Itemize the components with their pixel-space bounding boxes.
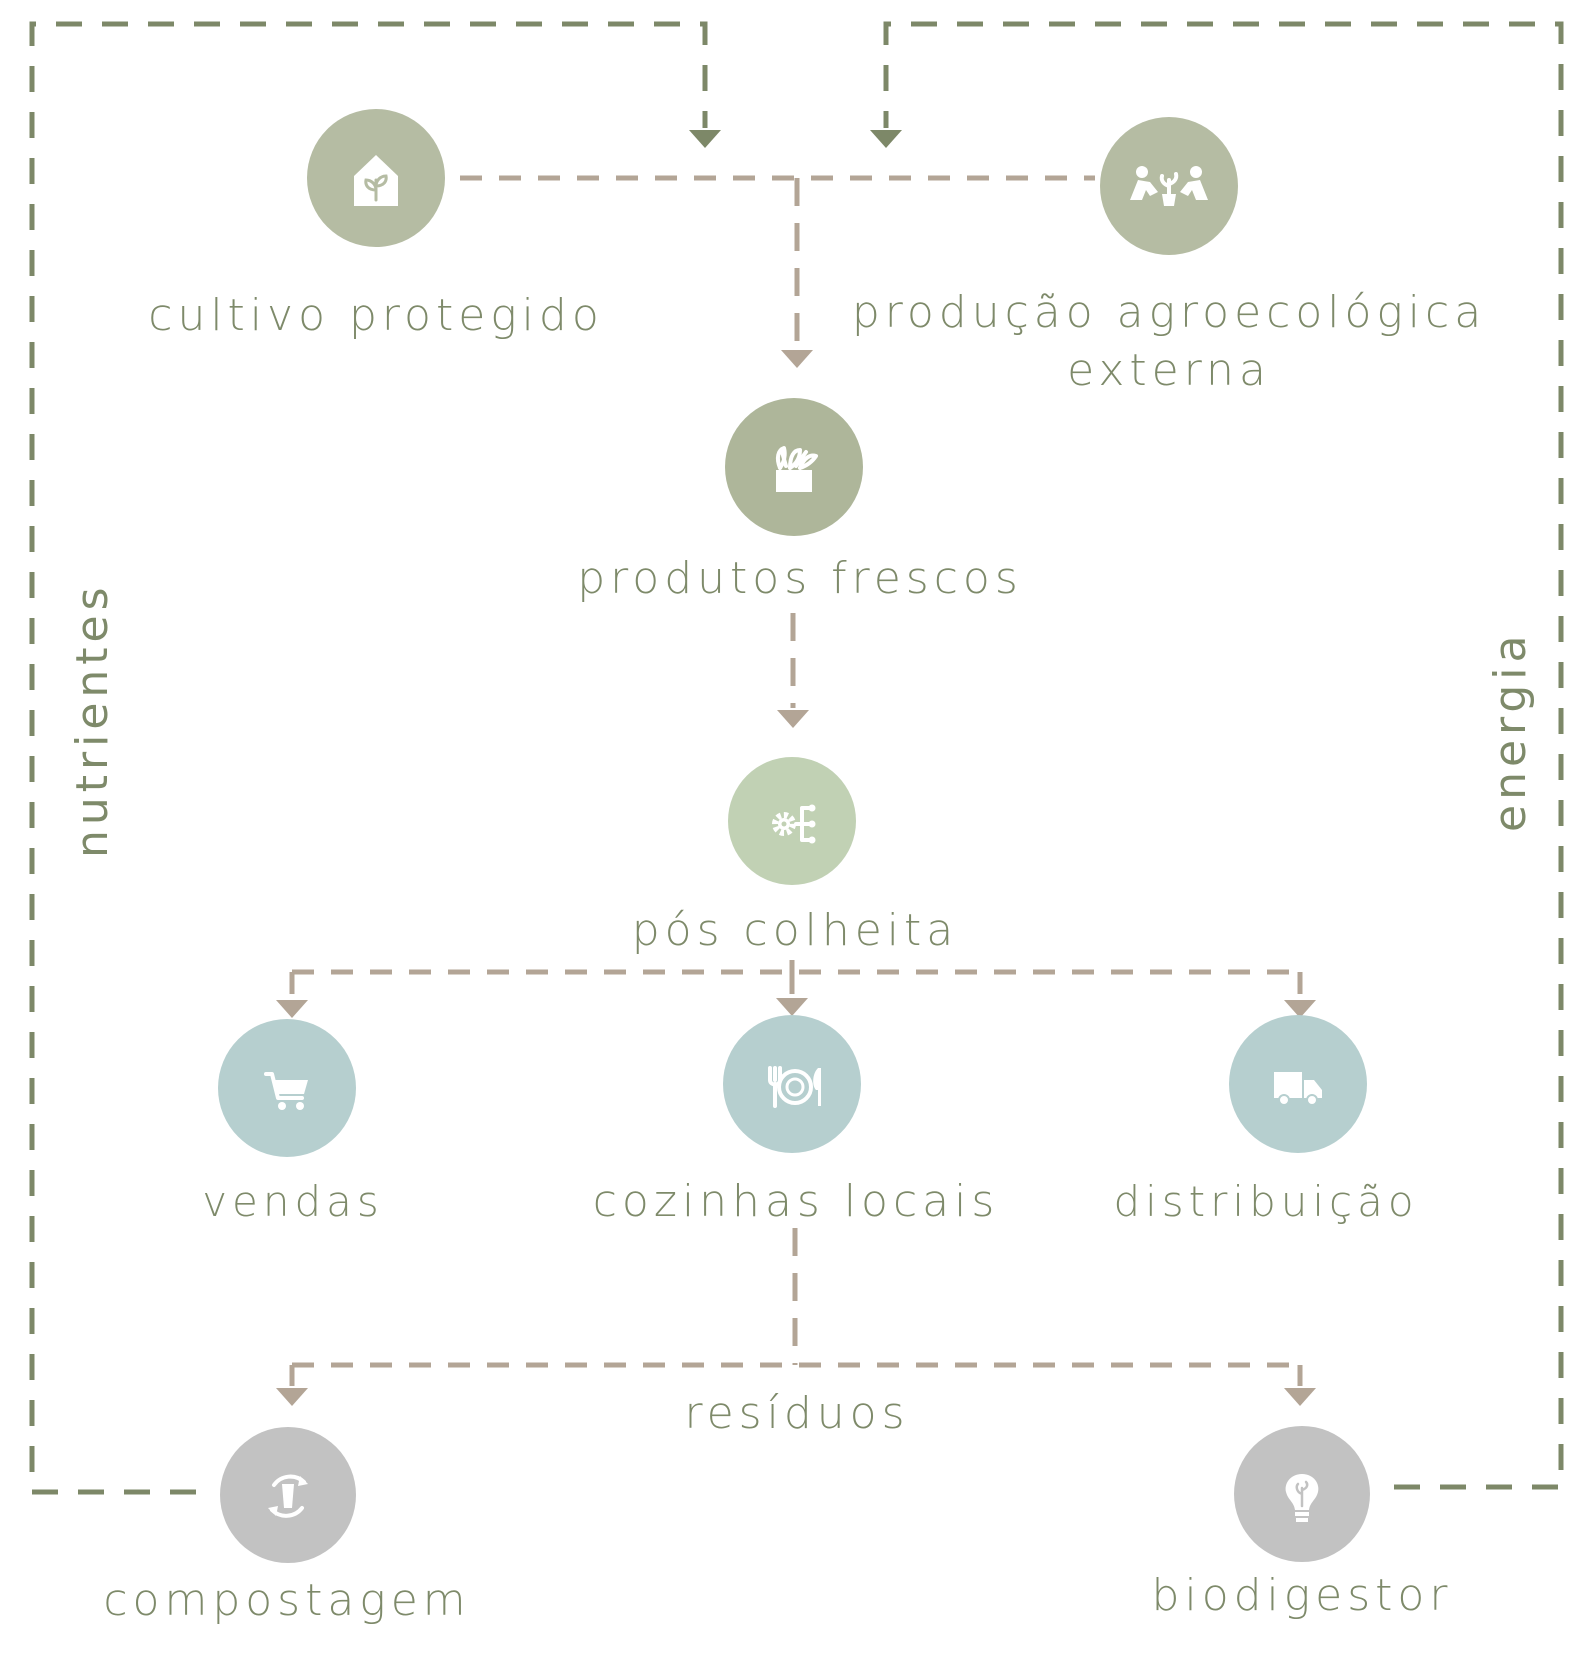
node-distribuicao: distribuição	[1113, 1015, 1418, 1226]
flow-connectors	[276, 175, 1316, 1406]
node-biodigestor: biodigestor	[1152, 1426, 1453, 1621]
node-label: produtos frescos	[577, 553, 1023, 604]
lightbulb-icon	[1285, 1474, 1319, 1522]
compost-recycle-icon	[268, 1474, 308, 1518]
energy-loop	[870, 21, 1564, 1490]
vegetable-box-icon	[775, 446, 818, 492]
node-vendas: vendas	[202, 1019, 384, 1226]
shopping-cart-icon	[264, 1072, 308, 1110]
node-label-line2: externa	[1067, 345, 1271, 396]
delivery-truck-icon	[1274, 1072, 1322, 1106]
side-label-nutrientes: nutrientes	[67, 582, 118, 858]
node-cultivo-protegido: cultivo protegido	[148, 109, 604, 341]
gear-process-icon	[772, 804, 816, 844]
node-label: pós colheita	[632, 905, 959, 956]
node-label: distribuição	[1113, 1177, 1418, 1226]
node-circle	[723, 1015, 861, 1153]
greenhouse-plant-icon	[354, 155, 398, 206]
node-pos-colheita: pós colheita	[632, 757, 959, 956]
node-label: cozinhas locais	[593, 1176, 1000, 1227]
farmers-planting-icon	[1130, 166, 1208, 206]
node-cozinhas-locais: cozinhas locais	[593, 1015, 1000, 1227]
node-produtos-frescos: produtos frescos	[577, 398, 1023, 604]
residuos-label: resíduos	[684, 1388, 909, 1439]
node-label: vendas	[202, 1177, 384, 1226]
nutrients-loop	[29, 21, 721, 1495]
node-label-line1: produção agroecológica	[852, 287, 1486, 338]
node-label: biodigestor	[1152, 1570, 1453, 1621]
node-producao-agroecologica: produção agroecológica externa	[852, 117, 1486, 396]
node-label: cultivo protegido	[148, 290, 604, 341]
node-label: compostagem	[103, 1575, 470, 1626]
node-compostagem: compostagem	[103, 1427, 470, 1626]
side-label-energia: energia	[1485, 631, 1536, 832]
plate-cutlery-icon	[768, 1066, 821, 1108]
